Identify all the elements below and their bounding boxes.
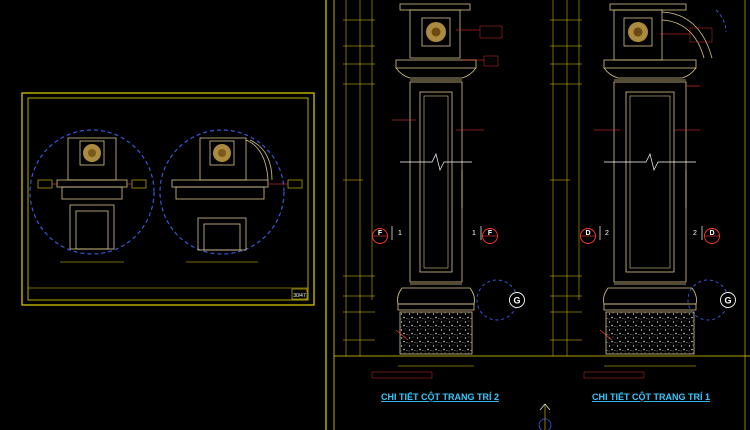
section-cut-icon: F 1: [472, 226, 498, 244]
sheet-preview: 30/47: [21, 92, 315, 306]
break-line-icon: [400, 152, 472, 172]
detail-callout-icon: G: [476, 279, 525, 321]
break-line-icon: [604, 152, 696, 172]
preview-detail-1: [29, 129, 155, 263]
bottom-marker: [538, 403, 552, 430]
column-title: CHI TIẾT CỘT TRANG TRÍ 2: [381, 391, 499, 402]
main-sheet: [325, 0, 750, 430]
detail-circle-icon: [29, 129, 155, 255]
sheet-stamp: 30/47: [293, 293, 306, 299]
callout-letter: G: [513, 296, 520, 306]
section-letter-left: F: [378, 230, 383, 237]
detail-circle-icon: [159, 129, 285, 255]
stone-plinth: [399, 311, 473, 355]
column-detail-2: F 1 F 1 G CHI TIẾT CỘT TRANG TRÍ 2: [343, 0, 525, 402]
sheet-outer-frame: [21, 92, 315, 306]
section-letter-right: D: [709, 230, 714, 237]
callout-letter: G: [724, 296, 731, 306]
section-number-right: 2: [693, 230, 697, 237]
section-cut-icon: D 2: [580, 226, 609, 244]
column-title: CHI TIẾT CỘT TRANG TRÍ 1: [592, 391, 710, 402]
section-cut-icon: F 1: [372, 226, 402, 244]
preview-detail-2: [159, 129, 303, 263]
column-detail-1: D 2 D 2 G CHI TIẾT CỘT TRANG TRÍ 1: [550, 0, 736, 402]
sheet-stamp-box: [291, 288, 308, 300]
detail-callout-icon: G: [687, 279, 736, 321]
stone-plinth: [605, 311, 695, 355]
section-letter-right: F: [488, 230, 493, 237]
section-number-left: 2: [605, 230, 609, 237]
section-number-right: 1: [472, 230, 476, 237]
section-number-left: 1: [398, 230, 402, 237]
section-cut-icon: D 2: [693, 226, 720, 244]
sheet-inner-frame: [27, 97, 309, 301]
section-letter-left: D: [585, 230, 590, 237]
